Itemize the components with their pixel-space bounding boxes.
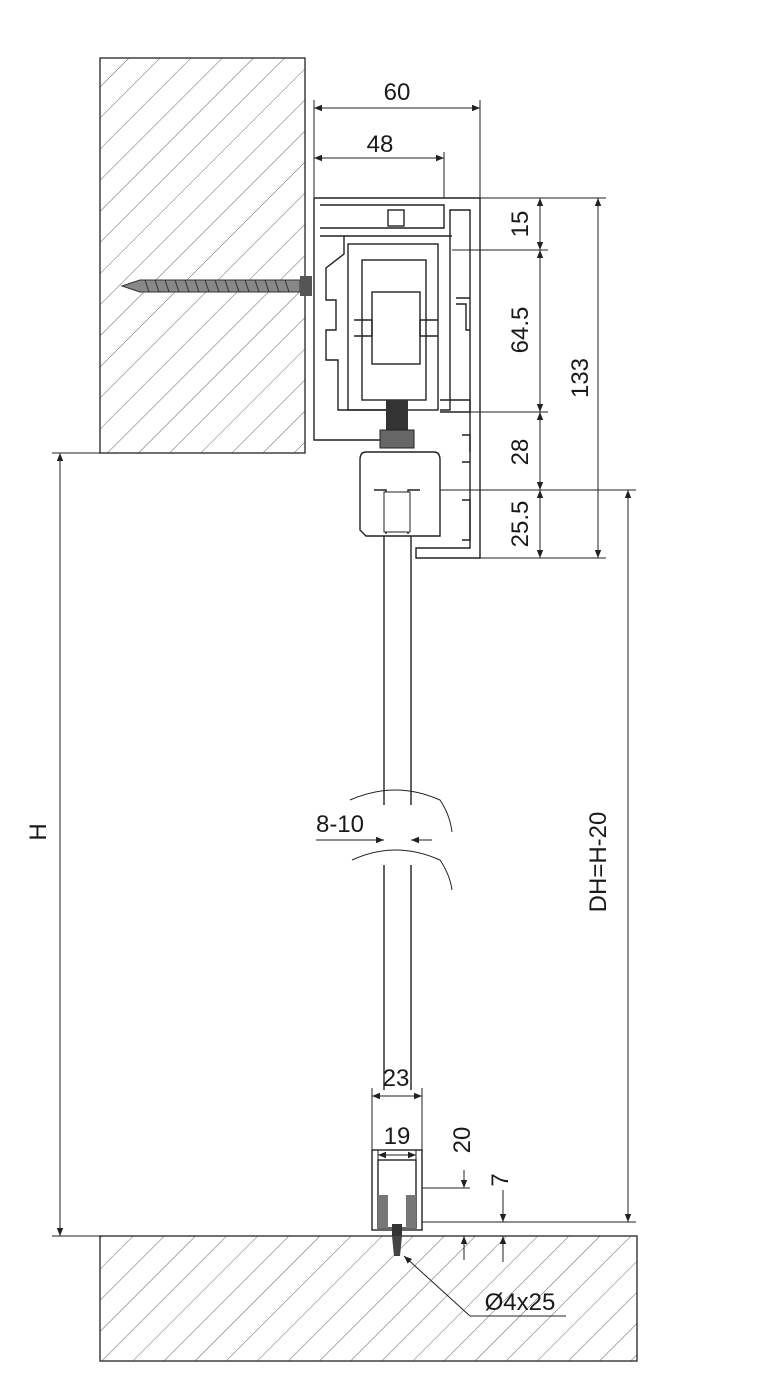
dim-15-label: 15: [507, 211, 534, 238]
dim-23-label: 23: [383, 1065, 410, 1092]
floor-block: [99, 1235, 638, 1362]
dim-labels: 60 48 15 64.5 28 25.5 133 DH=H-20 H 8-10…: [25, 79, 612, 1316]
dim-lines: [52, 100, 636, 1317]
dim-64-5-label: 64.5: [507, 307, 534, 354]
dim-7-label: 7: [487, 1173, 514, 1186]
total-height-label: H: [25, 823, 52, 840]
glass-panel: [349, 536, 453, 1090]
dim-60-label: 60: [384, 79, 411, 106]
screw-label: Ø4x25: [485, 1289, 556, 1316]
dim-133-label: 133: [567, 358, 594, 398]
dim-20-label: 20: [449, 1127, 476, 1154]
dim-25-5-label: 25.5: [507, 501, 534, 548]
wall-screw: [120, 276, 312, 296]
wall-block: [99, 57, 306, 454]
dim-28-label: 28: [507, 439, 534, 466]
glass-thickness-label: 8-10: [316, 811, 364, 838]
dim-48-label: 48: [367, 131, 394, 158]
floor-guide: [371, 1149, 423, 1256]
dim-19-label: 19: [384, 1123, 411, 1150]
hanger-clamp: [359, 400, 441, 537]
door-height-label: DH=H-20: [585, 812, 612, 913]
